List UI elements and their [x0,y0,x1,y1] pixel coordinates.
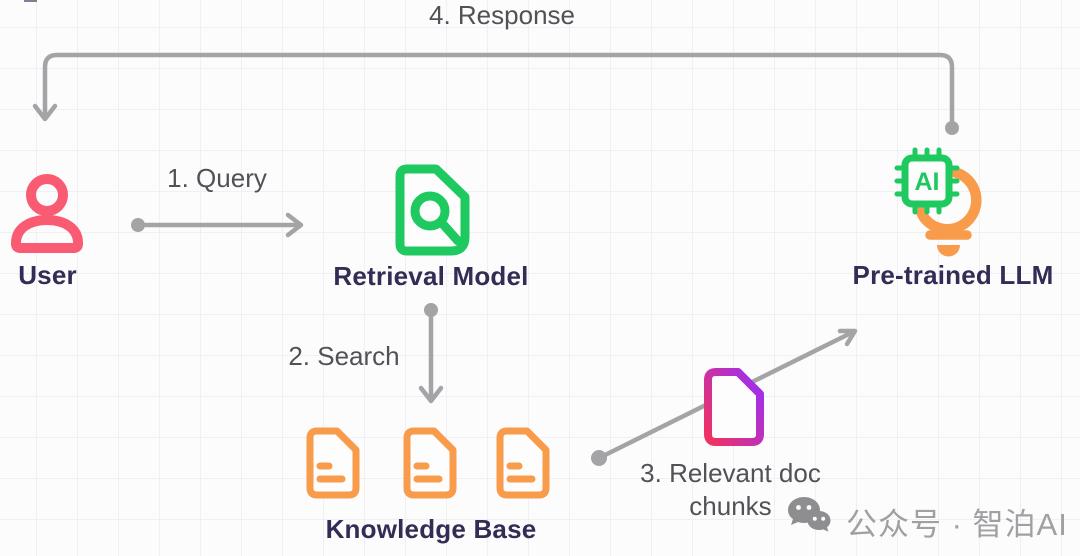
response-arrow [32,52,959,135]
pretrained-llm-icon: AI [894,147,982,257]
step-query-label: 1. Query [167,163,267,193]
chip-label: AI [915,168,940,196]
user-label: User [18,260,77,290]
ai-chip-icon: AI [894,147,960,215]
step-search-label: 2. Search [288,341,400,371]
kb-doc-icon [403,427,457,499]
search-arrow [418,303,444,404]
wechat-icon [788,497,831,532]
knowledge-base-label: Knowledge Base [325,514,537,544]
step-response-label: 4. Response [429,0,575,30]
retrieval-model-icon [395,164,470,256]
doc-chunk-icon [704,368,764,446]
pretrained-llm-label: Pre-trained LLM [852,260,1054,290]
step-chunks-label: 3. Relevant doc chunks [640,458,821,521]
artifact-speck [24,0,37,2]
user-icon [11,174,83,253]
magnifier-icon [410,191,450,231]
watermark-text: 公众号 · 智泊AI [846,507,1068,542]
kb-doc-icon [306,427,360,499]
retrieval-model-label: Retrieval Model [333,261,529,291]
kb-doc-icon [496,427,550,499]
lightbulb-icon [911,166,982,257]
query-arrow [131,212,304,238]
